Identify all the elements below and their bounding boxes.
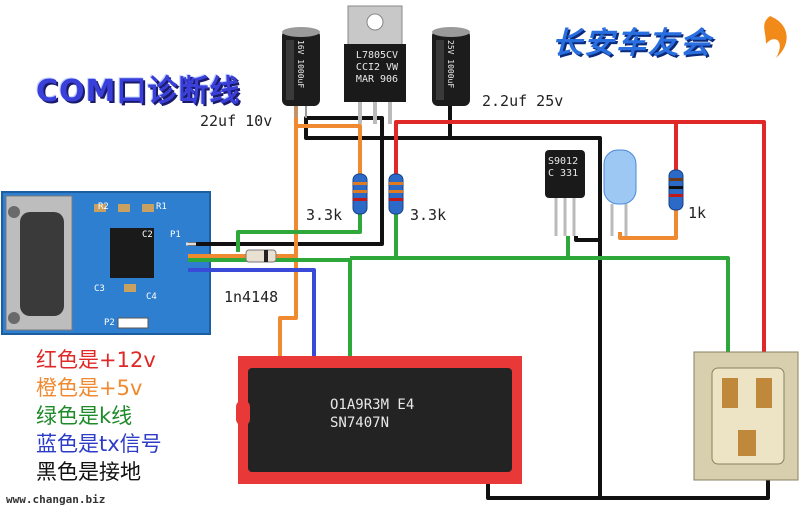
db9-adapter-board [1,191,211,335]
pcb-label: C4 [146,292,157,302]
wire-green-kline-2 [350,256,730,380]
pcb-label: C2 [142,230,153,240]
legend-item-red: 红色是+12v [36,348,156,372]
wire-black-transistor [574,236,600,242]
legend-item-black: 黑色是接地 [36,460,141,484]
label-diode: 1n4148 [224,288,279,306]
ic-chip [236,356,522,484]
diode [245,249,277,263]
cap-right-marking: 25V 1000uF [446,40,455,89]
label-cap-left: 22uf 10v [200,112,273,130]
label-res1: 3.3k [306,206,343,224]
legend-item-green: 绿色是k线 [36,404,133,428]
regulator-marking: L7805CV CCI2 VW MAR 906 [355,50,399,85]
transistor-marking: S9012 C 331 [548,156,579,179]
capacitor-left [282,27,320,118]
pcb-label: R2 [98,202,109,212]
wire-blue-tx [188,268,316,370]
legend-item-blue: 蓝色是tx信号 [36,432,162,456]
wire-black-ground [188,116,770,500]
page-title: COM口诊断线 [36,74,241,109]
obd-connector [693,351,799,481]
wire-red-12v [394,120,766,380]
label-res3: 1k [688,204,707,222]
pcb-label: C3 [94,284,105,294]
pcb-label: P1 [170,230,181,240]
brand-logo: 长安车友会 [552,26,712,61]
resistor-1 [352,173,368,215]
label-res2: 3.3k [410,206,447,224]
ic-marking: O1A9R3M E4 SN7407N [330,397,415,431]
footer-url: www.changan.biz [6,493,106,506]
resistor-2 [388,173,404,215]
cap-left-marking: 16V 1000uF [296,40,305,89]
wire-orange-5v [278,100,298,370]
wire-green-res [236,212,362,252]
led [603,149,637,236]
pcb-label: P2 [104,318,115,328]
label-cap-right: 2.2uf 25v [482,92,564,110]
voltage-regulator [344,5,406,124]
pcb-label: R1 [156,202,167,212]
legend: 红色是+12v 橙色是+5v 绿色是k线 蓝色是tx信号 黑色是接地 [36,346,162,486]
legend-item-orange: 橙色是+5v [36,376,143,400]
transistor [545,150,585,236]
capacitor-right [432,27,470,106]
wire-orange-5v-reg [296,124,362,176]
wire-orange-5v-led [618,206,678,240]
flame-icon [764,16,787,58]
wire-green-kline [188,258,352,370]
resistor-3 [668,169,684,211]
